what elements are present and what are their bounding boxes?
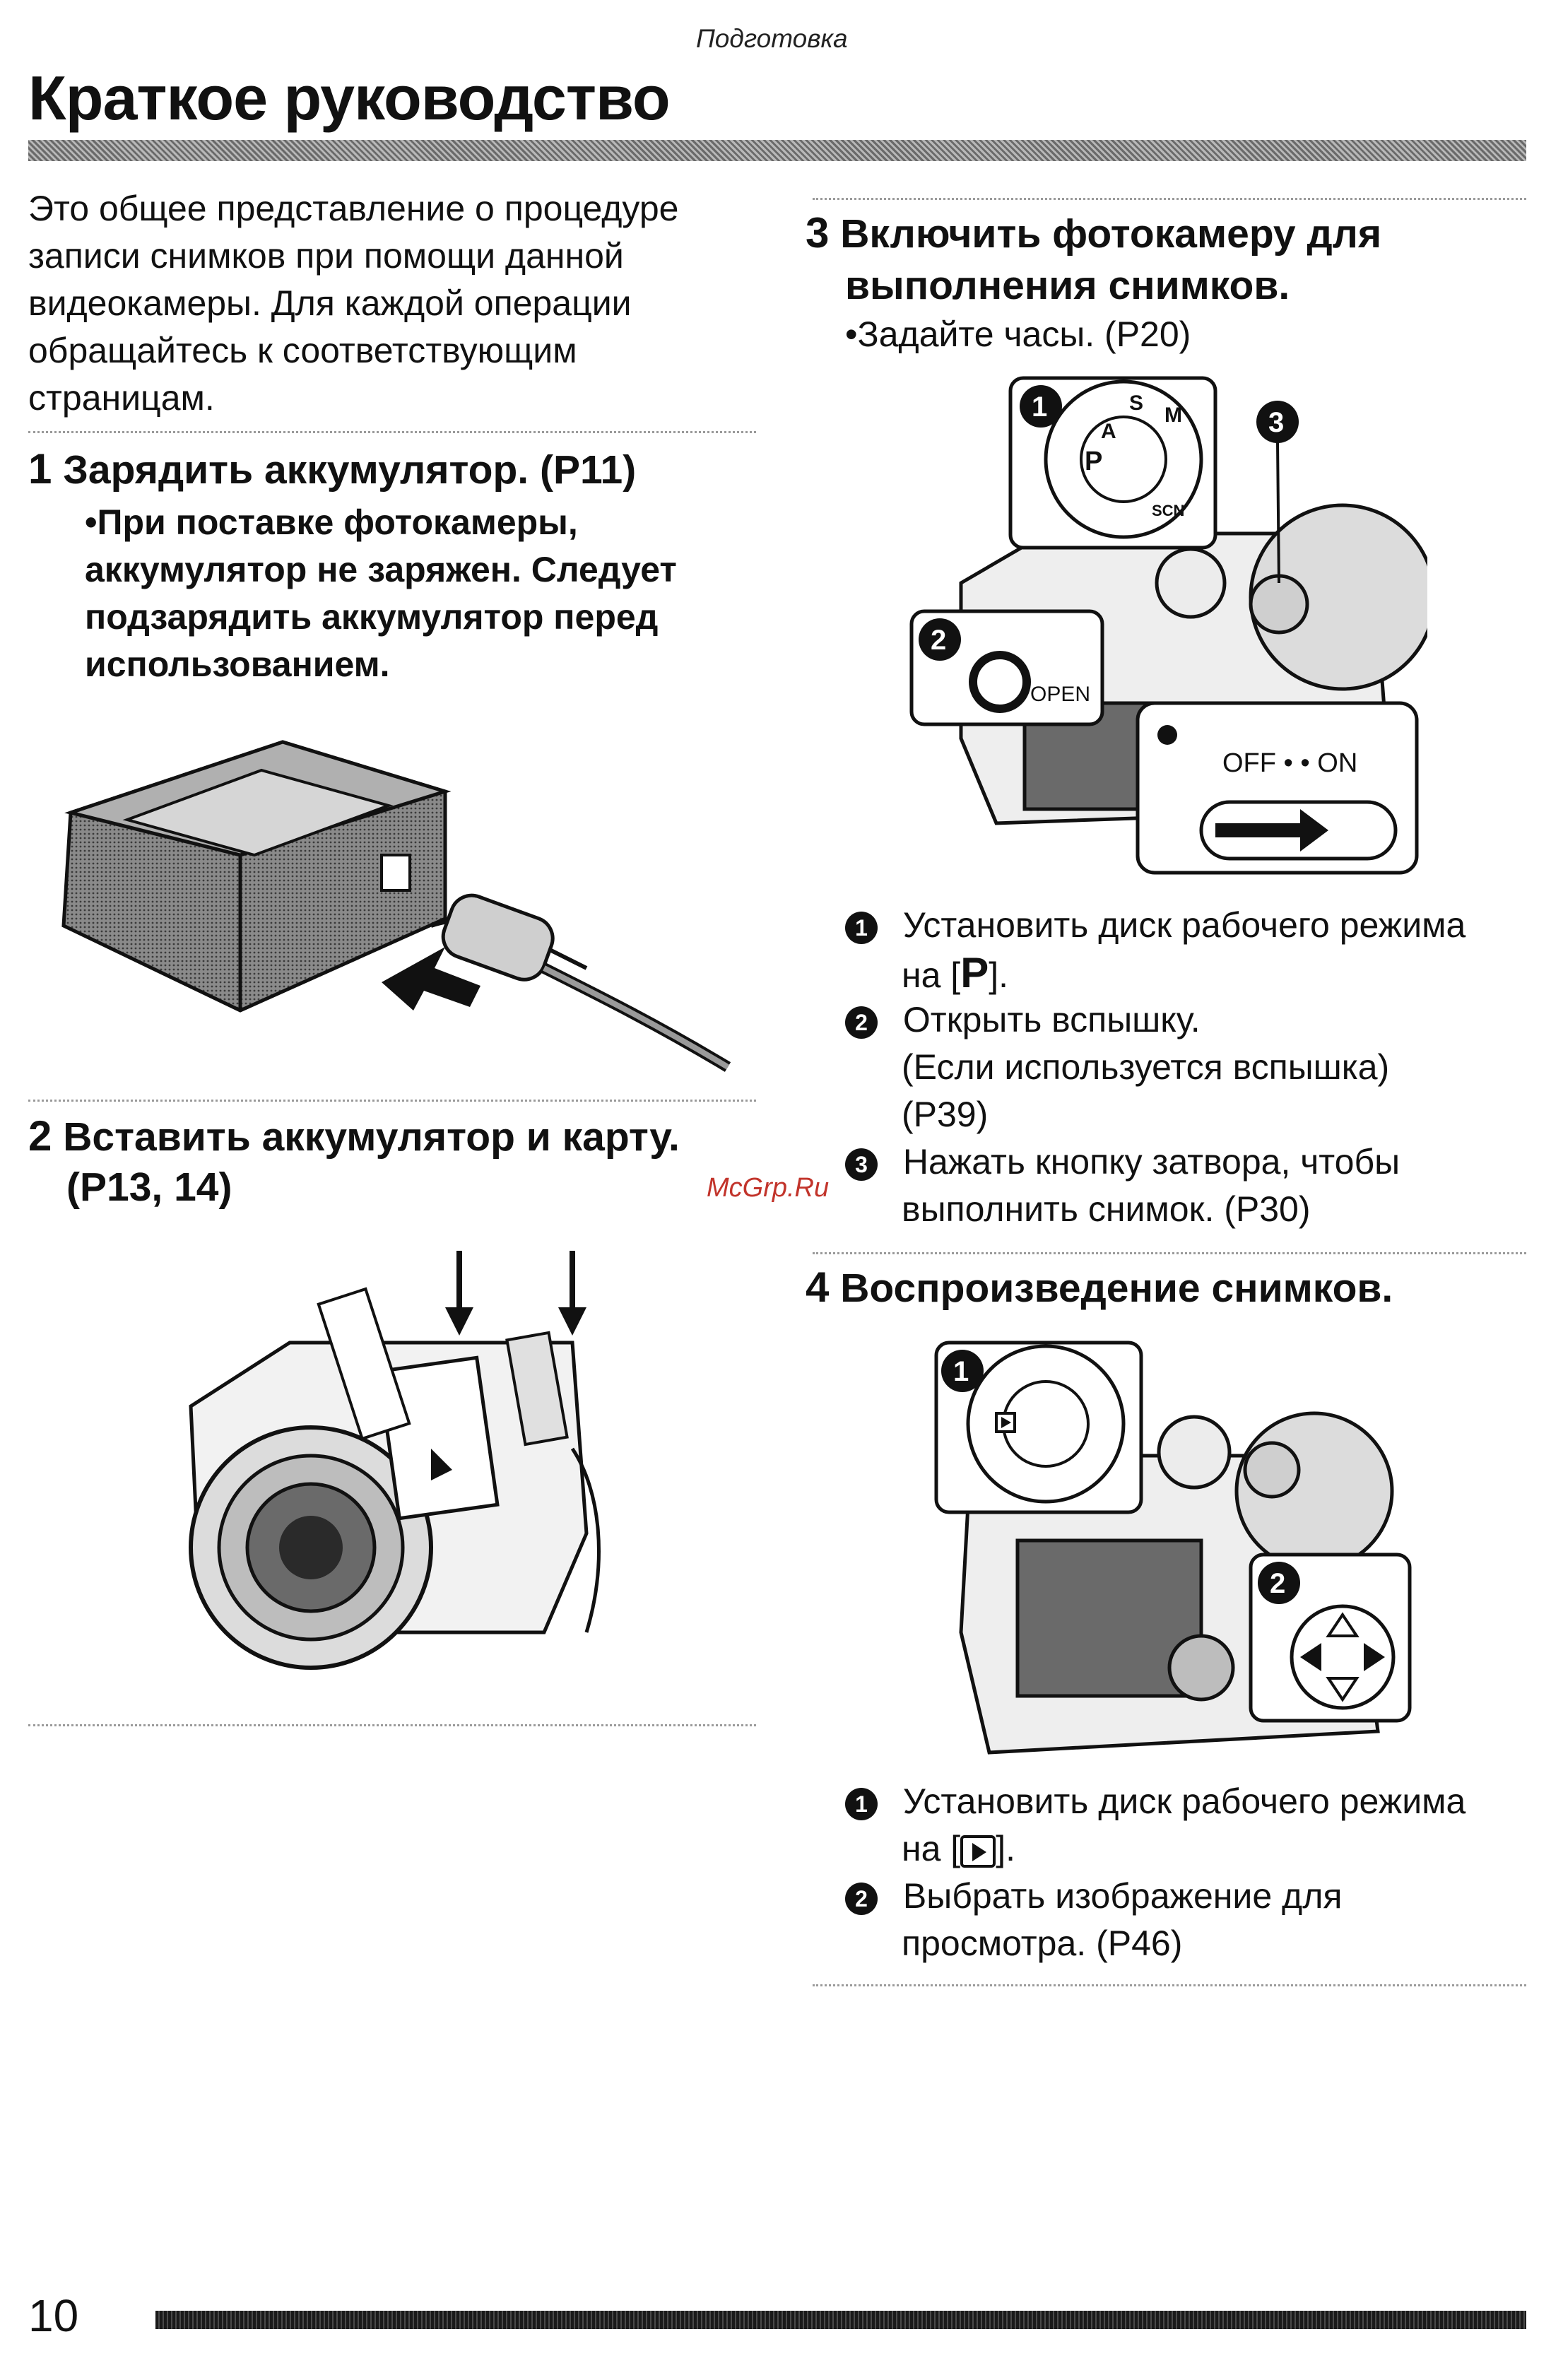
callout-2-icon: [919, 618, 961, 661]
divider: [28, 431, 756, 433]
divider: [813, 198, 1526, 200]
watermark: McGrp.Ru: [707, 1173, 830, 1203]
step2-title-line2: (P13, 14): [66, 1165, 232, 1210]
callout-1-label: 1: [1032, 391, 1047, 423]
dial-mark-scn: SCN: [1152, 502, 1184, 519]
step3-item1-suffix: ].: [989, 955, 1009, 995]
step4-item1-line2: на [].: [902, 1825, 1015, 1873]
step3-item2-text: Открыть вспышку.: [902, 1000, 1201, 1039]
step3-bullet: •Задайте часы. (P20): [845, 314, 1191, 354]
step3-item2-line2: (Если используется вспышка): [902, 1047, 1390, 1087]
dial-mark-m: M: [1164, 403, 1182, 427]
step3-item3-line2: выполнить снимок. (P30): [902, 1189, 1311, 1229]
step4-item1-prefix: на [: [902, 1829, 961, 1868]
step3-item2: 2 Открыть вспышку.: [845, 996, 1201, 1044]
divider: [28, 1100, 756, 1102]
step2-number: 2: [28, 1112, 52, 1160]
item-number-1-icon: 1: [845, 911, 878, 944]
step3-item3: 3 Нажать кнопку затвора, чтобы: [845, 1138, 1400, 1186]
step1-title: Зарядить аккумулятор. (P11): [63, 447, 637, 493]
divider: [813, 1984, 1526, 1986]
charger-illustration: [61, 740, 731, 1072]
camera-playback-illustration: 1 2: [934, 1341, 1412, 1755]
step2-heading: 2 Вставить аккумулятор и карту.: [28, 1111, 680, 1162]
dial-mark-p: P: [1085, 447, 1102, 476]
program-mode-symbol: P: [960, 949, 989, 996]
step3-item3-text: Нажать кнопку затвора, чтобы: [902, 1142, 1400, 1182]
step4-item2-text: Выбрать изображение для: [902, 1876, 1343, 1916]
step4-item2: 2 Выбрать изображение для: [845, 1873, 1342, 1920]
divider: [28, 1724, 756, 1726]
step3-title-line1: Включить фотокамеру для: [840, 211, 1382, 257]
callout-2-label: 2: [1270, 1568, 1285, 1599]
dial-mark-a: A: [1101, 420, 1116, 443]
flash-open-label: OPEN: [1030, 683, 1090, 706]
step3-heading: 3 Включить фотокамеру для: [806, 208, 1381, 259]
step3-title-line2: выполнения снимков.: [845, 263, 1290, 308]
step2-title-line1: Вставить аккумулятор и карту.: [63, 1114, 680, 1160]
callout-3-label: 3: [1268, 407, 1284, 438]
footer-bar: [155, 2311, 1526, 2329]
step3-item1-line2: на [P].: [902, 949, 1008, 999]
item-number-2-icon: 2: [845, 1882, 878, 1915]
power-switch-label: OFF • • ON: [1222, 748, 1357, 778]
step4-item1-suffix: ].: [996, 1829, 1015, 1868]
step3-item2-line3: (P39): [902, 1095, 989, 1134]
step4-heading: 4 Воспроизведение снимков.: [806, 1262, 1393, 1314]
callout-2-icon: [1258, 1562, 1300, 1604]
divider: [813, 1252, 1526, 1254]
item-number-1-icon: 1: [845, 1787, 878, 1820]
step3-item1-text: Установить диск рабочего режима: [902, 905, 1466, 945]
step4-item1: 1 Установить диск рабочего режима: [845, 1778, 1466, 1825]
step4-number: 4: [806, 1263, 830, 1311]
page-number: 10: [28, 2290, 79, 2341]
step3-item1-prefix: на [: [902, 955, 961, 995]
title-underline-bar: [28, 140, 1526, 161]
item-number-3-icon: 3: [845, 1148, 878, 1181]
section-label: Подготовка: [696, 24, 848, 53]
callout-1-icon: [1020, 385, 1062, 428]
item-number-2-icon: 2: [845, 1006, 878, 1039]
callout-1-label: 1: [953, 1356, 969, 1387]
callout-1-icon: [941, 1350, 984, 1392]
step4-item1-text: Установить диск рабочего режима: [902, 1781, 1466, 1821]
step3-item1: 1 Установить диск рабочего режима: [845, 902, 1466, 949]
step1-number: 1: [28, 445, 52, 493]
battery-card-illustration: [189, 1251, 601, 1670]
callout-2-label: 2: [931, 625, 946, 656]
dial-mark-s: S: [1129, 391, 1143, 415]
camera-power-illustration: P A S M SCN 1 3 2 OPEN OFF • • ON: [909, 376, 1427, 875]
step4-item2-line2: просмотра. (P46): [902, 1924, 1183, 1963]
intro-paragraph: Это общее представление о процедуре запи…: [28, 189, 679, 418]
step1-bullet: •При поставке фотокамеры, аккумулятор не…: [85, 502, 677, 684]
page-title: Краткое руководство: [28, 63, 671, 133]
step1-heading: 1 Зарядить аккумулятор. (P11): [28, 444, 636, 495]
playback-mode-icon: [960, 1834, 996, 1868]
step4-title: Воспроизведение снимков.: [840, 1266, 1393, 1311]
callout-3-icon: [1256, 401, 1299, 443]
step3-number: 3: [806, 209, 830, 257]
